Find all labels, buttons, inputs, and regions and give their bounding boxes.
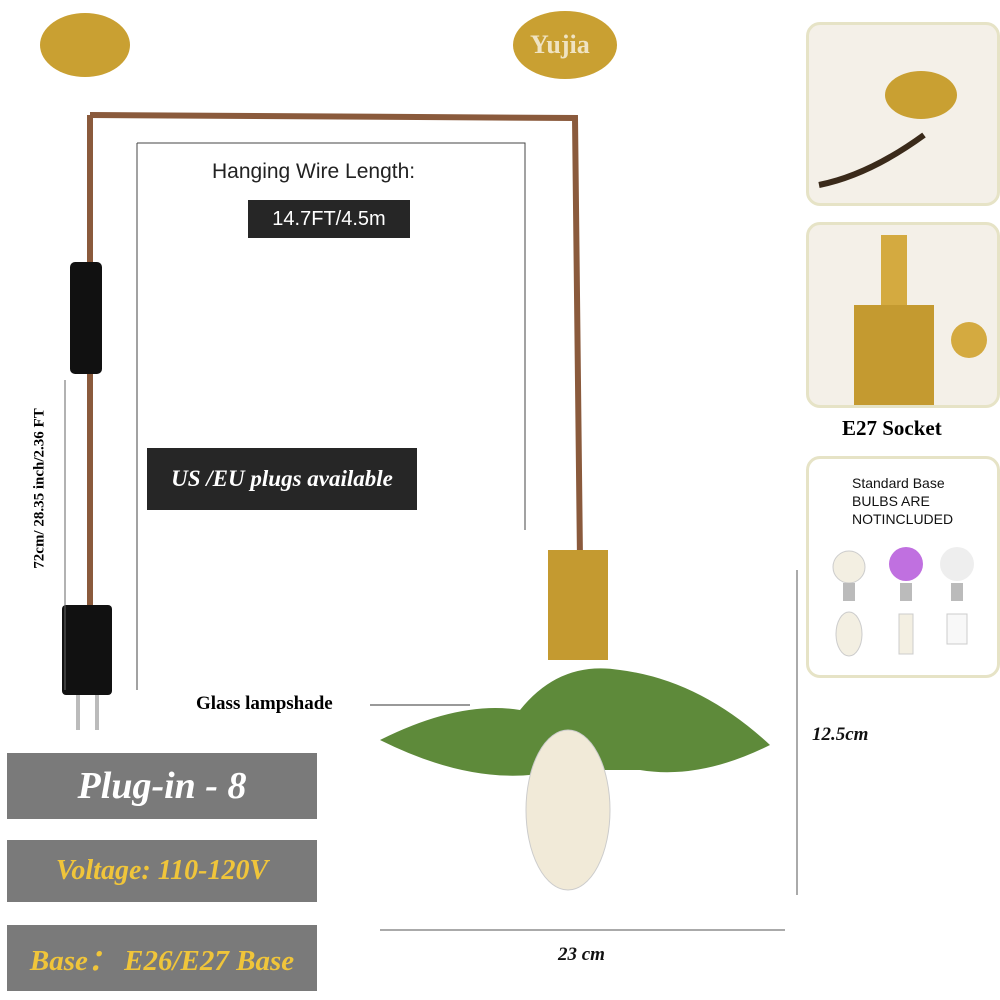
wire-length-title: Hanging Wire Length: [212,160,416,183]
ceiling-canopy-right [513,11,617,79]
lampshade-label: Glass lampshade [196,693,333,714]
socket-closeup [806,222,1000,408]
bulb-examples [832,547,974,657]
plug [62,605,112,695]
edison-bulb [525,729,611,891]
bulbs-panel: Standard Base BULBS ARE NOTINCLUDED [806,456,1000,678]
inline-switch [70,262,102,374]
base-label: Base： E26/E27 Base [7,925,317,991]
glass-lampshade [380,668,770,776]
socket-caption: E27 Socket [842,416,942,440]
height-label: 12.5cm [812,724,869,745]
bulbs-note-line2: BULBS ARE [852,493,930,509]
brass-socket [548,550,608,660]
bulbs-note-line1: Standard Base [852,475,945,491]
voltage-label: Voltage: 110-120V [7,840,317,902]
twisted-cord [89,112,583,561]
plugs-banner: US /EU plugs available [147,448,417,510]
width-label: 23 cm [558,944,605,965]
wire-length-value: 14.7FT/4.5m [248,200,410,238]
bulbs-note-line3: NOTINCLUDED [852,511,954,527]
watermark: Yujia [530,30,590,59]
model-label: Plug-in - 8 [7,753,317,819]
canopy-closeup [806,22,1000,206]
plug-cord-length: 72cm/ 28.35 inch/2.36 FT [31,408,48,569]
ceiling-canopy-left [40,13,130,77]
